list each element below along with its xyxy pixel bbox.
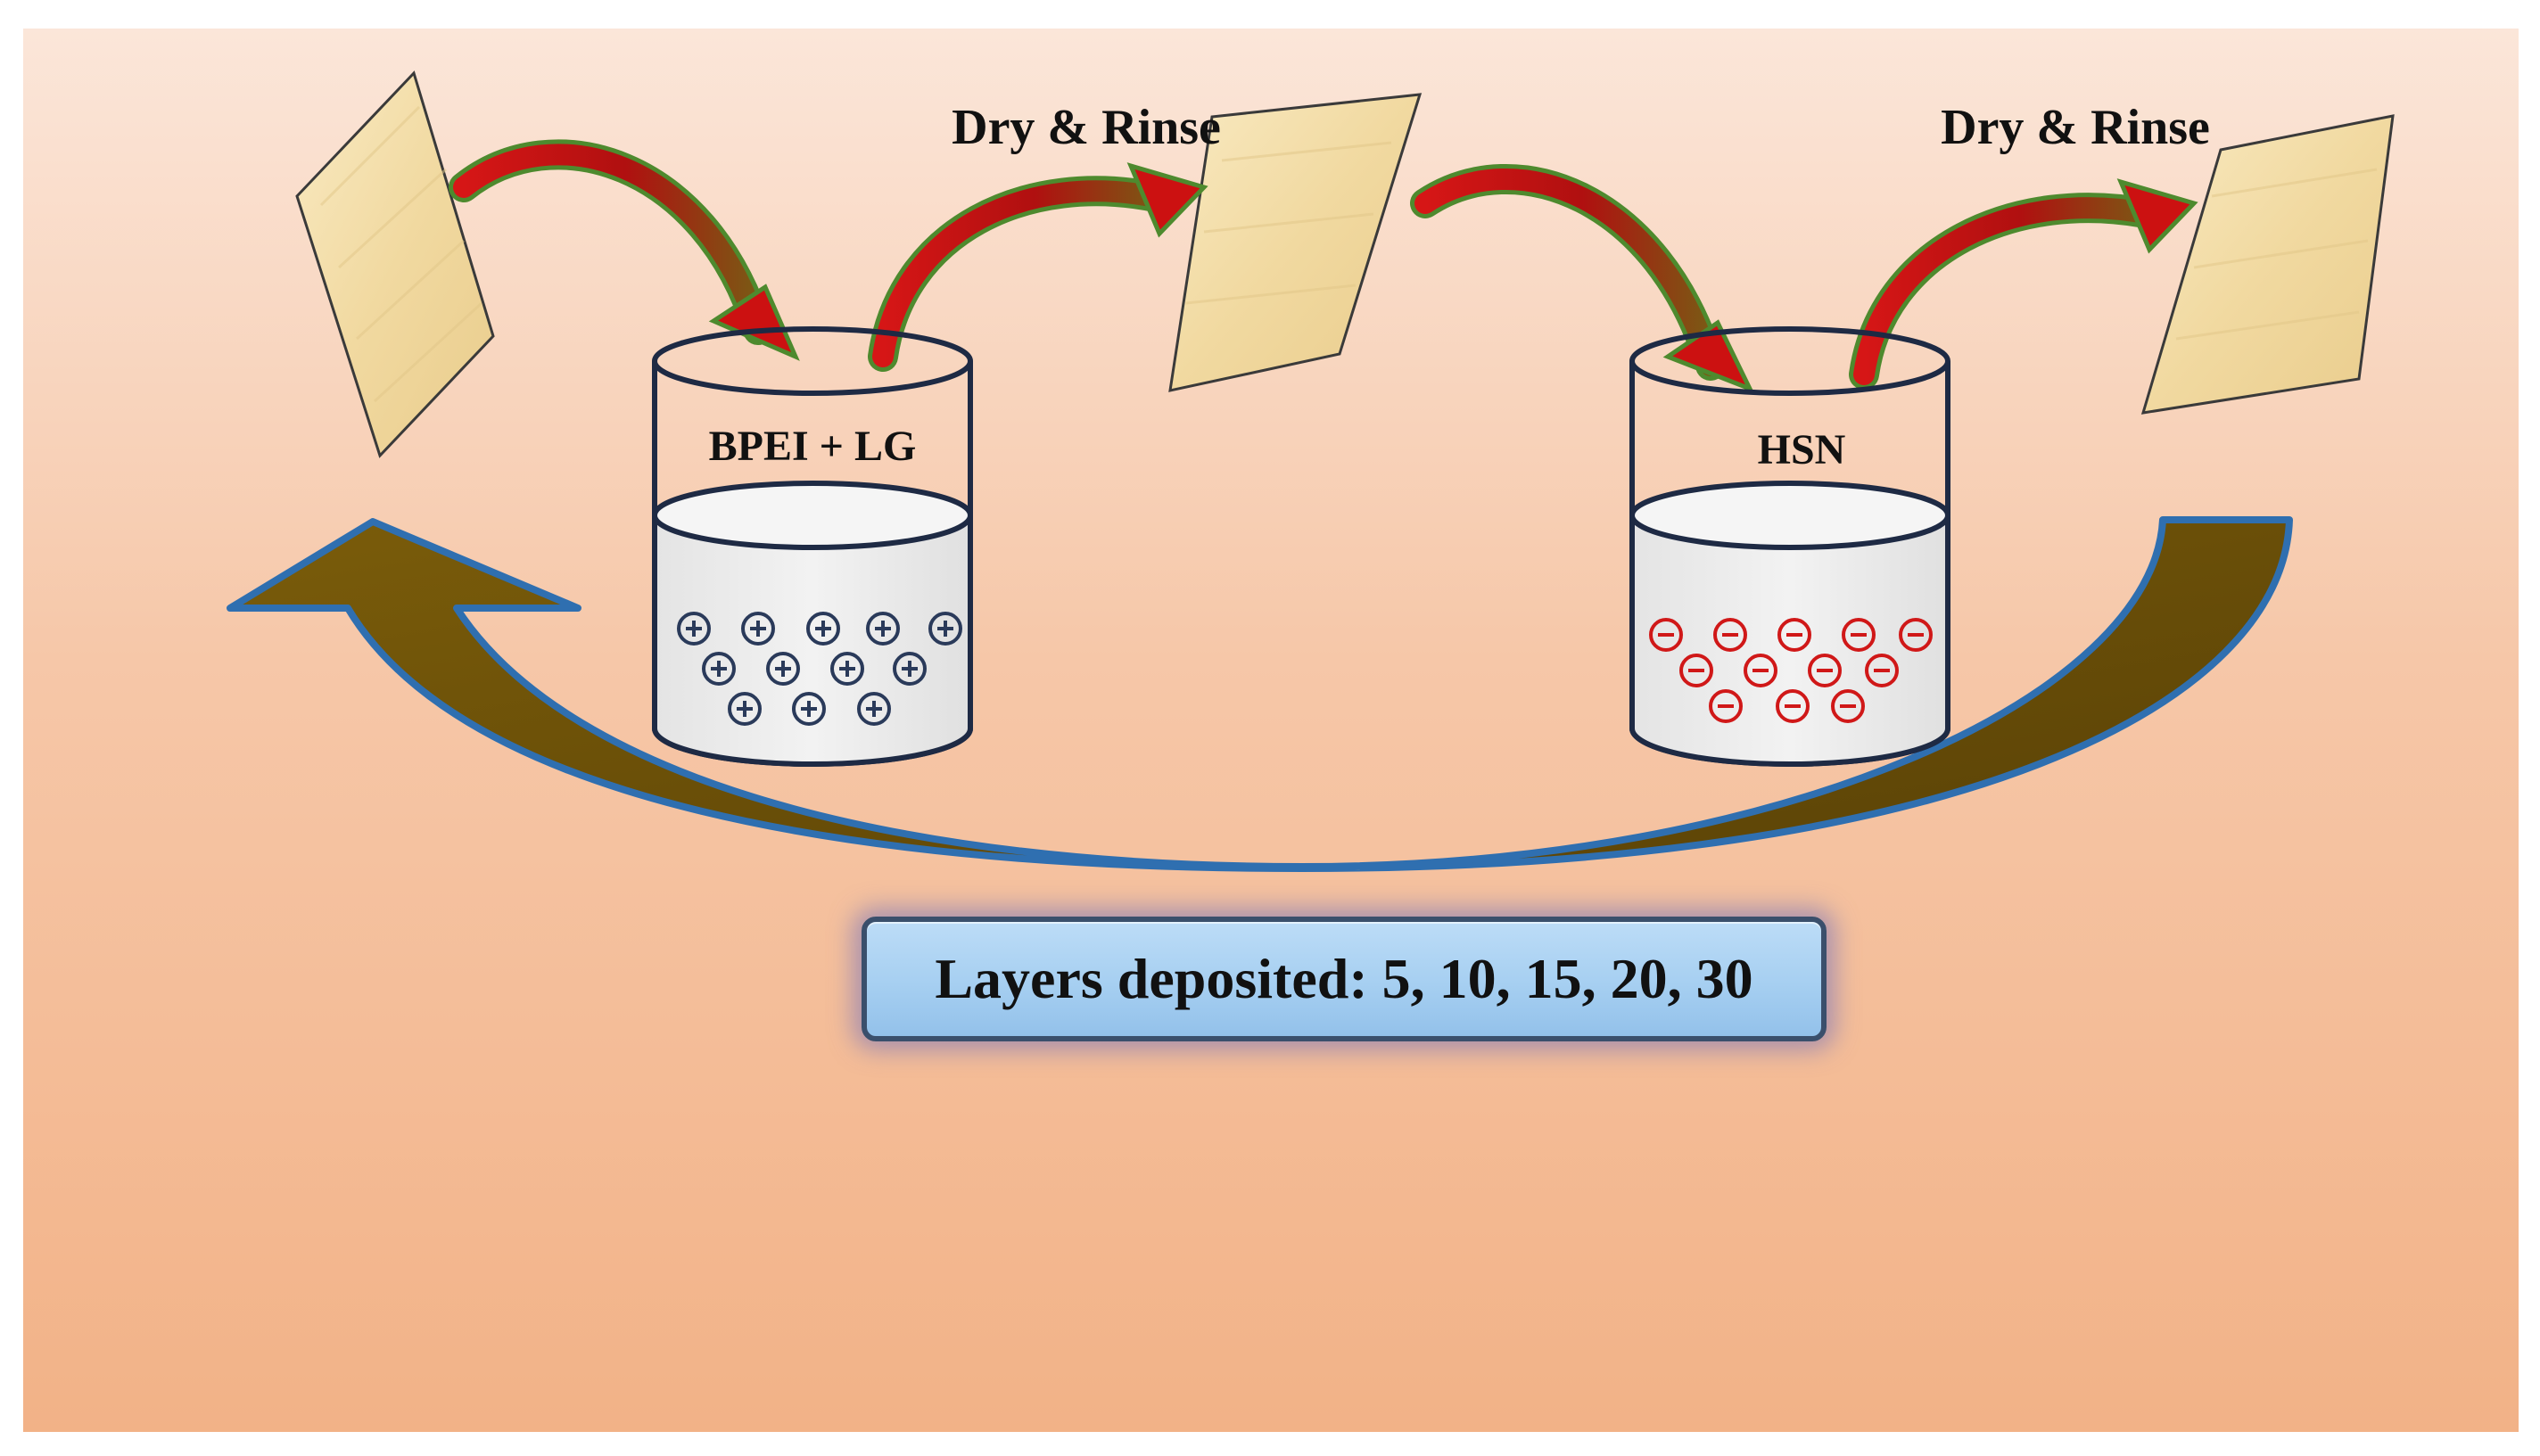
- negative-ion: [1744, 654, 1777, 687]
- beaker-bpei-lg: [652, 326, 973, 767]
- negative-ion: [1777, 618, 1811, 652]
- negative-ion: [1679, 654, 1713, 687]
- negative-ion: [1831, 689, 1865, 723]
- positive-ion: [857, 692, 891, 726]
- positive-ion: [893, 652, 927, 686]
- substrate-after-hsn: [2140, 114, 2395, 415]
- negative-ion: [1713, 618, 1747, 652]
- dry-rinse-label-1: Dry & Rinse: [952, 100, 1221, 155]
- positive-ion: [766, 652, 800, 686]
- positive-ion: [806, 612, 840, 646]
- positive-ion: [728, 692, 762, 726]
- positive-ion: [928, 612, 962, 646]
- arrow-out-of-hsn: [1849, 178, 2198, 390]
- positive-ion: [866, 612, 900, 646]
- dry-rinse-label-2: Dry & Rinse: [1941, 100, 2210, 155]
- negative-ion: [1842, 618, 1876, 652]
- beaker-hsn: [1629, 326, 1950, 767]
- negative-ion: [1865, 654, 1899, 687]
- negative-ion: [1808, 654, 1842, 687]
- negative-ion: [1649, 618, 1683, 652]
- negative-ions: [1649, 618, 1933, 723]
- positive-ion: [792, 692, 826, 726]
- positive-ions: [677, 612, 962, 726]
- negative-ion: [1899, 618, 1933, 652]
- positive-ion: [677, 612, 711, 646]
- beaker-label-hsn: HSN: [1758, 426, 1846, 473]
- arrow-into-bpei: [449, 139, 800, 361]
- substrate-initial: [295, 70, 495, 458]
- negative-ion: [1709, 689, 1743, 723]
- cycle-return-arrow: [227, 516, 2293, 872]
- positive-ion: [702, 652, 736, 686]
- negative-ion: [1776, 689, 1810, 723]
- arrow-out-of-bpei: [868, 162, 1208, 372]
- layers-deposited-label: Layers deposited: 5, 10, 15, 20, 30: [862, 917, 1827, 1041]
- arrow-into-hsn: [1410, 163, 1755, 393]
- beaker-label-bpei-lg: BPEI + LG: [709, 423, 917, 470]
- substrate-after-bpei: [1168, 93, 1423, 392]
- positive-ion: [830, 652, 864, 686]
- positive-ion: [741, 612, 775, 646]
